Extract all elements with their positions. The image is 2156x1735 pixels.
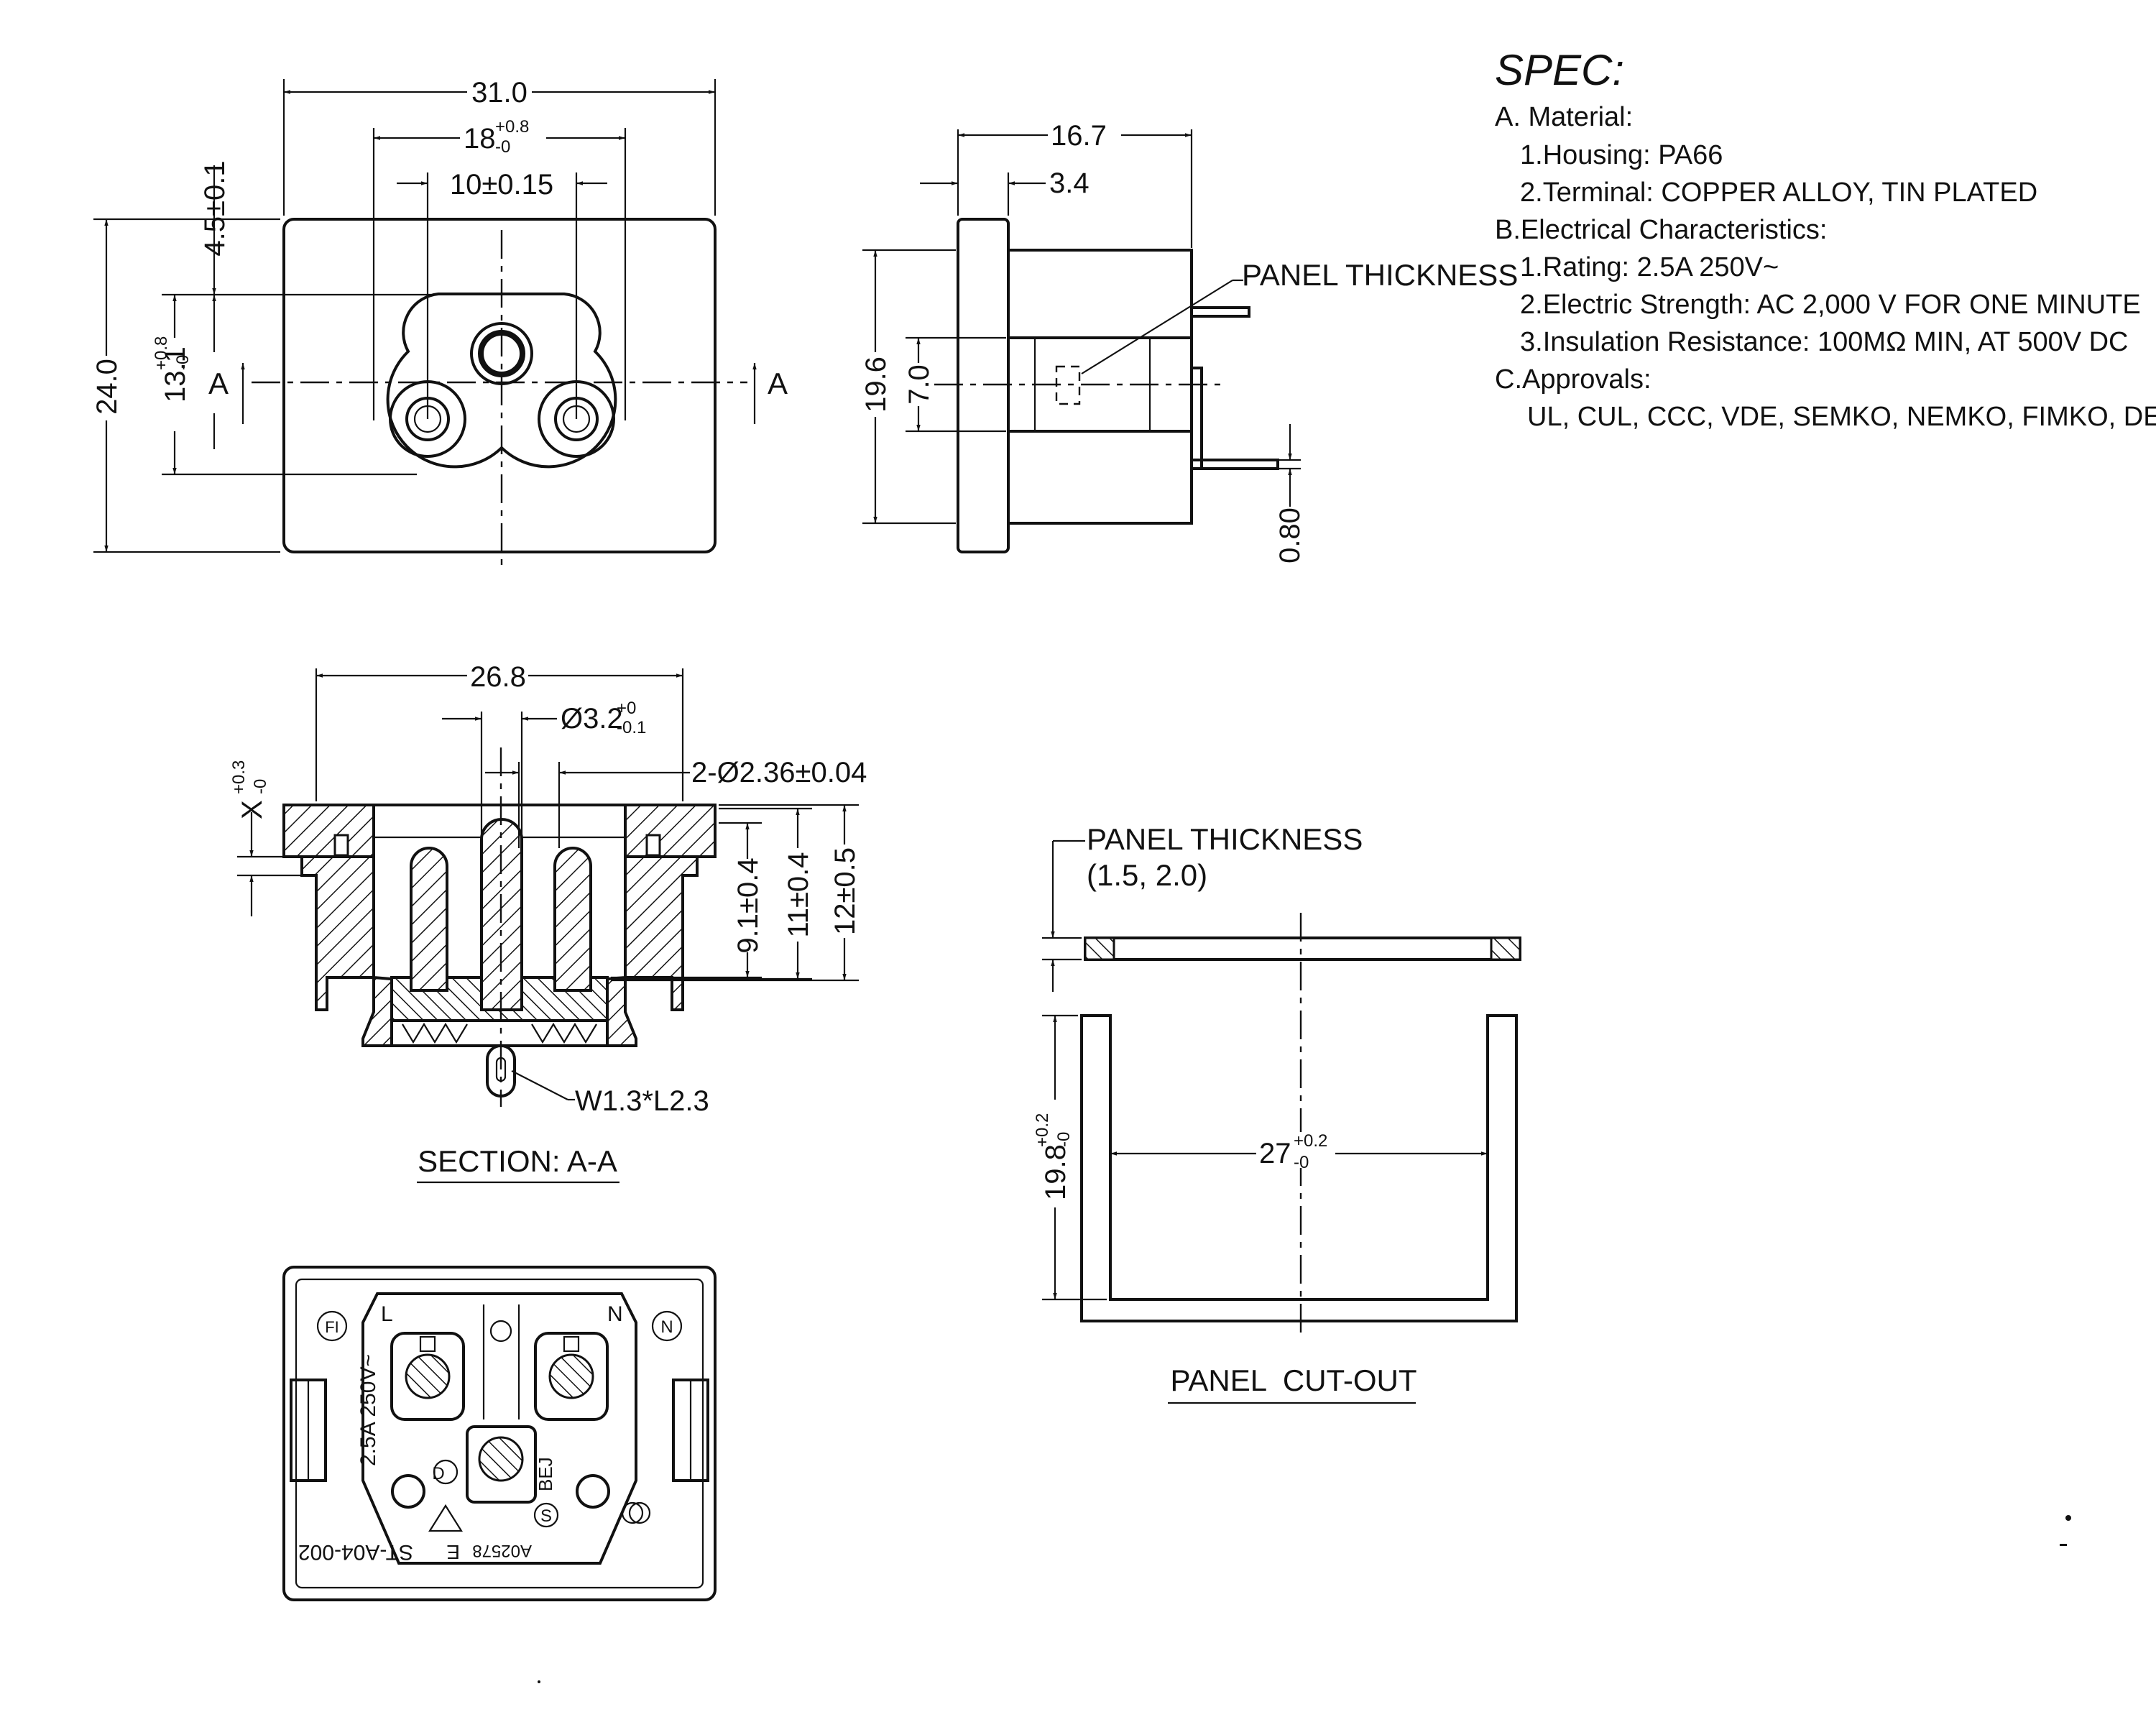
rear-housing	[282, 1266, 717, 1601]
spec-title: SPEC:	[1495, 46, 1624, 94]
section-pin-right	[553, 847, 592, 992]
dim-pin-spacing: 10±0.15	[450, 169, 553, 201]
rear-mark-fi: FI	[325, 1318, 339, 1336]
side-panel-thickness-label: PANEL THICKNESS	[1242, 258, 1518, 292]
dim-top-offset: 4.5±0.1	[199, 160, 231, 256]
spec-electrical-heading: B.Electrical Characteristics:	[1495, 215, 1827, 245]
rear-terminal-line	[390, 1332, 465, 1421]
rear-inner-contour	[361, 1292, 637, 1565]
section-caption: SECTION: A-A	[418, 1144, 617, 1178]
front-view: 31.0 18 +0.8 -0 10±0.15 4.5±0.1 24.0 13.…	[91, 72, 788, 568]
rear-code: A02578	[472, 1541, 532, 1560]
dim-center-dia: Ø3.2	[561, 703, 623, 735]
panel-cutout-outline	[1080, 1014, 1518, 1322]
panel-caption: PANEL CUT-OUT	[1170, 1363, 1416, 1397]
dim-width: 31.0	[471, 77, 528, 109]
dim-x-tol-plus: +0.3	[229, 760, 249, 794]
dim-pin-thickness: 0.80	[1274, 507, 1306, 563]
panel-strip	[1084, 936, 1521, 961]
dim-body-height: 19.6	[860, 356, 892, 413]
rear-mark-l: L	[381, 1302, 393, 1326]
dim-depth-2: 11±0.4	[783, 852, 814, 937]
spec-housing: 1.Housing: PA66	[1520, 140, 1723, 170]
section-mark-left: A	[208, 367, 229, 400]
panel-strip-hatch-left	[1084, 936, 1115, 961]
dim-flange: 3.4	[1049, 167, 1089, 199]
spec-material-heading: A. Material:	[1495, 102, 1633, 132]
section-mark-right: A	[768, 367, 788, 400]
dim-x-tol-minus: -0	[251, 779, 270, 794]
spec-block: SPEC: A. Material: 1.Housing: PA66 2.Ter…	[1495, 46, 2156, 432]
dim-pin-dia: 2-Ø2.36±0.04	[691, 757, 867, 788]
rear-mark-n-circle: N	[660, 1317, 673, 1337]
side-view: 16.7 3.4 PANEL THICKNESS 19.6 7.0 0.80	[860, 120, 1518, 563]
section-pin-left	[410, 847, 448, 992]
rear-mark-bej: BEJ	[535, 1457, 556, 1491]
dim-cutout-height-tol-minus: -0	[1054, 1132, 1074, 1147]
panel-strip-hatch-right	[1490, 936, 1521, 961]
side-body	[1007, 249, 1193, 525]
spec-insulation: 3.Insulation Resistance: 100MΩ MIN, AT 5…	[1520, 327, 2129, 357]
dim-center-dia-tol-minus: -0.1	[617, 718, 646, 737]
dim-center-dia-tol-plus: +0	[617, 699, 636, 718]
side-terminal-top	[1190, 306, 1250, 318]
dim-section-width: 26.8	[470, 661, 526, 693]
rear-part-number: ST-A04-002	[298, 1540, 413, 1564]
stray-marks	[538, 1515, 2071, 1683]
side-flange	[957, 218, 1010, 553]
front-housing	[282, 218, 717, 553]
dim-cutout-height: 19.8	[1040, 1144, 1072, 1200]
dim-pin-spacing-outer: 18	[464, 123, 496, 155]
side-body-step	[1190, 367, 1203, 470]
spec-approvals-heading: C.Approvals:	[1495, 364, 1651, 395]
spec-strength: 2.Electric Strength: AC 2,000 V FOR ONE …	[1520, 290, 2141, 320]
dim-pin-spacing-outer-tol-minus: -0	[495, 137, 510, 157]
dim-cutout-height-tol-plus: +0.2	[1033, 1113, 1052, 1147]
dim-slot: W1.3*L2.3	[575, 1085, 709, 1117]
dim-opening-height-tol-plus: +0.8	[152, 336, 171, 370]
rear-terminal-neutral	[534, 1332, 609, 1421]
dim-cutout-width: 27	[1259, 1138, 1291, 1169]
dim-opening-height-tol-minus: -0	[173, 355, 193, 370]
section-view: 26.8 Ø3.2 +0 -0.1 2-Ø2.36±0.04 X +0.3 -0…	[229, 658, 867, 1184]
rear-view: L N D S FI N 2.5A 250V~ BEJ ST-A04-002 A…	[282, 1266, 717, 1601]
dim-opening-height: 13.1	[160, 346, 191, 402]
spec-rating: 1.Rating: 2.5A 250V~	[1520, 252, 1779, 282]
rear-rating-mark: 2.5A 250V~	[356, 1354, 380, 1466]
section-top-bar	[282, 804, 375, 858]
dim-cutout-width-tol-minus: -0	[1294, 1153, 1309, 1172]
dim-pin-spacing-outer-tol-plus: +0.8	[495, 117, 529, 137]
panel-view: PANEL THICKNESS (1.5, 2.0) 27 +0.2 -0 19…	[1033, 822, 1521, 1404]
rear-mark-d: D	[432, 1464, 444, 1483]
dim-cutout-width-tol-plus: +0.2	[1294, 1131, 1327, 1151]
dim-x-label: X	[236, 800, 268, 819]
dim-depth: 16.7	[1051, 120, 1107, 152]
rear-terminal-earth	[466, 1425, 537, 1504]
dim-depth-3: 12±0.5	[829, 847, 861, 935]
side-terminal-bottom	[1190, 459, 1279, 470]
spec-terminal: 2.Terminal: COPPER ALLOY, TIN PLATED	[1520, 178, 2037, 208]
rear-mark-s: S	[540, 1506, 552, 1526]
dim-height: 24.0	[91, 359, 123, 415]
spec-approvals: UL, CUL, CCC, VDE, SEMKO, NEMKO, FIMKO, …	[1527, 402, 2156, 432]
rear-mark-n: N	[607, 1302, 623, 1326]
panel-thickness-label: PANEL THICKNESS	[1087, 822, 1363, 856]
rear-mark-e: E	[446, 1541, 460, 1563]
panel-thickness-values: (1.5, 2.0)	[1087, 858, 1207, 892]
dim-depth-1: 9.1±0.4	[732, 857, 764, 953]
dim-inner-height: 7.0	[903, 364, 935, 405]
